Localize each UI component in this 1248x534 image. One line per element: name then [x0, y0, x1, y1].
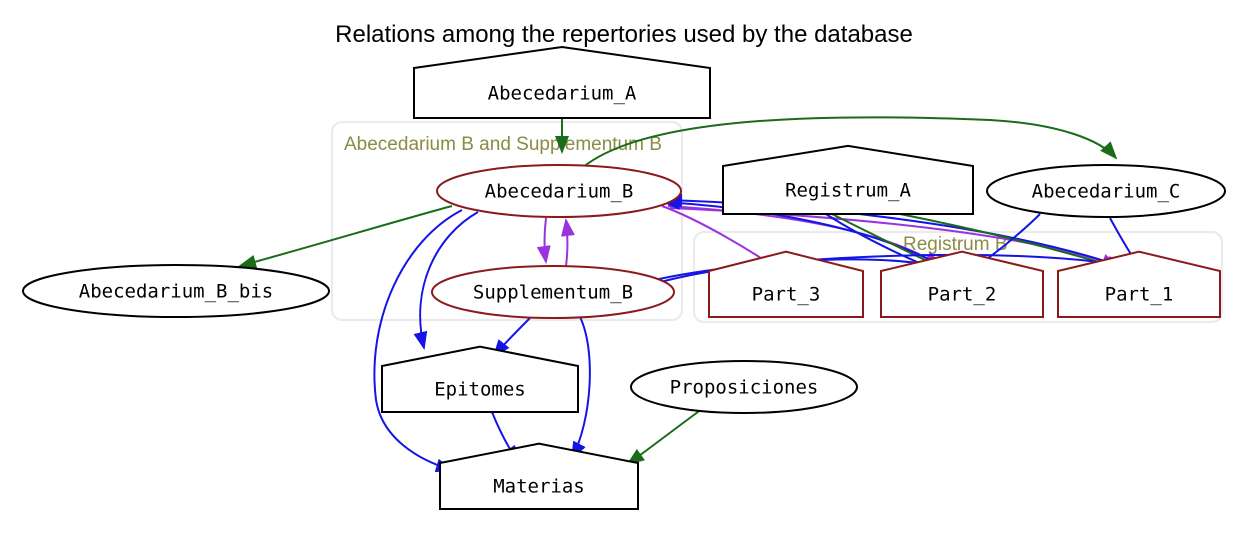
- node-house-shape: [439, 442, 639, 510]
- cluster-border: [330, 120, 684, 322]
- node-label: Abecedarium_A: [488, 83, 637, 105]
- edge-abecedarium_b-to-supplementum_b: [536, 217, 551, 264]
- node-proposiciones[interactable]: Proposiciones: [630, 360, 858, 414]
- cluster-label: Registrum B: [903, 234, 1008, 255]
- edge-proposiciones-to-materias: [626, 408, 703, 466]
- node-ellipse: [431, 265, 675, 319]
- node-registrum_a[interactable]: Registrum_A: [722, 144, 974, 215]
- node-materias[interactable]: Materias: [439, 442, 639, 510]
- node-house-shape: [722, 144, 974, 215]
- node-abecedarium_a[interactable]: Abecedarium_A: [413, 45, 711, 119]
- edge-supplementum_b-to-abecedarium_b: [561, 218, 575, 267]
- node-label: Part_2: [928, 284, 997, 306]
- node-label: Abecedarium_B: [485, 181, 634, 203]
- node-epitomes[interactable]: Epitomes: [381, 345, 579, 413]
- nodes-layer: Abecedarium_A Abecedarium_B Abecedarium_B_…: [22, 45, 1226, 510]
- node-label: Epitomes: [434, 379, 526, 401]
- node-label: Materias: [493, 476, 585, 498]
- node-house-shape: [413, 45, 711, 119]
- edge-abecedarium_b-to-materias: [373, 209, 463, 473]
- cluster-label: Abecedarium B and Supplementum B: [344, 134, 662, 155]
- node-label: Part_1: [1105, 284, 1174, 306]
- node-ellipse: [630, 360, 858, 414]
- cluster-cluster_ab: Abecedarium B and Supplementum B: [330, 120, 684, 322]
- node-label: Proposiciones: [670, 377, 819, 399]
- node-label: Part_3: [752, 284, 821, 306]
- node-house-shape: [1057, 250, 1221, 318]
- node-label: Registrum_A: [785, 180, 911, 202]
- edge-abecedarium_b-to-abecedarium_c: [581, 116, 1118, 169]
- node-ellipse: [436, 164, 682, 218]
- node-ellipse: [986, 164, 1226, 218]
- edge-supplementum_b-to-materias: [571, 316, 591, 460]
- node-part_2[interactable]: Part_2: [880, 250, 1044, 318]
- edge-abecedarium_b-to-abecedarium_b_bis: [238, 205, 453, 269]
- node-house-shape: [708, 250, 864, 318]
- node-abecedarium_b_bis[interactable]: Abecedarium_B_bis: [22, 264, 330, 318]
- node-abecedarium_c[interactable]: Abecedarium_C: [986, 164, 1226, 218]
- edge-abecedarium_b-to-epitomes: [413, 211, 479, 350]
- node-label: Supplementum_B: [473, 282, 633, 304]
- edge-supplementum_b-to-part_1: [645, 253, 1126, 283]
- node-supplementum_b[interactable]: Supplementum_B: [431, 265, 675, 319]
- clusters-layer: Abecedarium B and Supplementum B Registru…: [330, 120, 1224, 324]
- node-part_1[interactable]: Part_1: [1057, 250, 1221, 318]
- node-label: Abecedarium_C: [1032, 181, 1181, 203]
- node-part_3[interactable]: Part_3: [708, 250, 864, 318]
- node-house-shape: [880, 250, 1044, 318]
- node-house-shape: [381, 345, 579, 413]
- page-title: Relations among the repertories used by …: [335, 21, 913, 48]
- node-abecedarium_b[interactable]: Abecedarium_B: [436, 164, 682, 218]
- node-label: Abecedarium_B_bis: [79, 281, 273, 303]
- node-ellipse: [22, 264, 330, 318]
